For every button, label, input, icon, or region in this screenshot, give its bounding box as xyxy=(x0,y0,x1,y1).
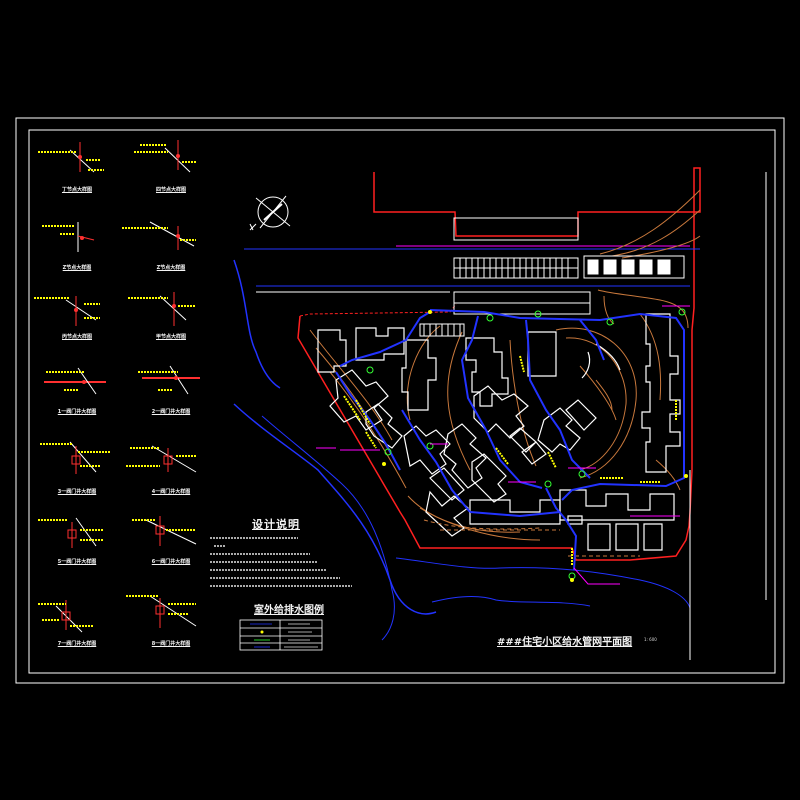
detail-label: Z节点大样图 xyxy=(156,265,186,271)
detail-sketch xyxy=(132,516,197,546)
road-edge xyxy=(431,595,591,607)
detail-sketch xyxy=(138,365,200,395)
detail-sketch xyxy=(44,367,106,395)
detail-sketch xyxy=(38,517,104,548)
drawing-scale: 1: 600 xyxy=(644,637,657,642)
detail-label: 7一阀门井大样图 xyxy=(57,641,97,647)
detail-label: 3一阀门井大样图 xyxy=(57,489,97,495)
detail-sketch xyxy=(34,296,100,326)
legend-title: 室外给排水图例 xyxy=(254,605,324,616)
road-curbs xyxy=(309,189,701,541)
inner-border xyxy=(28,129,776,674)
detail-label: 甲节点大样图 xyxy=(155,334,186,340)
detail-label: 丙节点大样图 xyxy=(61,334,92,340)
parking-strip xyxy=(419,217,685,337)
river-edge xyxy=(233,259,281,389)
road-edge xyxy=(395,557,691,609)
site-plan xyxy=(233,167,767,660)
drawing-title: ###住宅小区给水管网平面图 xyxy=(497,637,633,648)
detail-label: 8一阀门井大样图 xyxy=(151,641,191,647)
buildings xyxy=(317,313,681,551)
detail-sketch xyxy=(38,142,104,173)
detail-label: 5一阀门井大样图 xyxy=(57,559,97,565)
curb-dashes xyxy=(423,519,640,557)
detail-sketch xyxy=(134,140,196,173)
detail-sketch xyxy=(126,445,197,473)
design-notes-title: 设计说明 xyxy=(252,518,300,531)
river-edge xyxy=(233,403,437,615)
detail-label: 4一阀门井大样图 xyxy=(151,489,191,495)
detail-label: 2一阀门井大样图 xyxy=(151,409,191,415)
pipe-annotations xyxy=(343,355,677,566)
detail-label: 1一阀门井大样图 xyxy=(57,409,97,415)
site-boundary xyxy=(297,167,701,561)
detail-sketch xyxy=(126,595,197,628)
entry-leaders xyxy=(316,305,690,585)
detail-label: 丁节点大样图 xyxy=(61,187,92,193)
river-edge xyxy=(261,415,395,641)
north-arrow-icon xyxy=(249,195,291,231)
detail-sketches xyxy=(34,140,200,633)
design-notes-lines xyxy=(210,537,352,587)
detail-label: Z节点大样图 xyxy=(62,265,92,271)
detail-label: 四节点大样图 xyxy=(155,187,186,193)
legend-table xyxy=(239,619,323,651)
detail-label: 6一阀门井大样图 xyxy=(151,559,191,565)
fire-hydrants xyxy=(382,310,688,582)
outer-border xyxy=(15,117,785,684)
water-supply-pipes xyxy=(335,309,685,571)
detail-sketch xyxy=(122,221,196,250)
detail-sketch xyxy=(40,441,110,474)
site-boundary-dashed xyxy=(299,303,457,317)
detail-sketch xyxy=(128,292,196,326)
detail-sketch xyxy=(38,600,94,633)
detail-sketch xyxy=(42,222,95,252)
